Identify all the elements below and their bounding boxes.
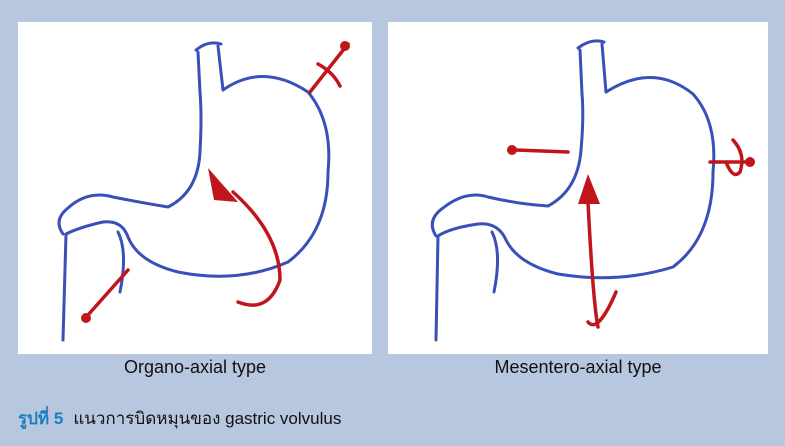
bottom-loop	[588, 292, 616, 325]
rotation-arrowhead	[578, 174, 600, 204]
mesentero-axial-panel	[388, 22, 768, 354]
esophagus-top	[578, 41, 604, 48]
esophagus-right-line	[218, 46, 223, 90]
lower-left-dot	[81, 313, 91, 323]
organo-axial-panel	[18, 22, 372, 354]
right-dot	[745, 157, 755, 167]
organo-axial-stomach-drawing	[18, 22, 372, 354]
organo-axial-label: Organo-axial type	[18, 356, 372, 378]
left-dot	[507, 145, 517, 155]
upper-right-dot	[340, 41, 350, 51]
duodenum-line	[492, 232, 498, 292]
rotation-arrowhead	[208, 168, 238, 202]
rotation-arrow-shaft	[588, 202, 598, 327]
lower-left-arrow-line	[88, 270, 128, 315]
mesentero-axial-label: Mesentero-axial type	[388, 356, 768, 378]
right-loop	[726, 140, 742, 174]
duodenum-line	[118, 232, 124, 292]
esophagus-right-line	[602, 44, 606, 92]
figure-caption: รูปที่ 5 แนวการบิดหมุนของ gastric volvulu…	[18, 408, 341, 430]
figure-number: รูปที่ 5	[18, 409, 63, 428]
upper-right-arrow-line	[310, 44, 348, 92]
esophagus-left-line	[580, 50, 582, 94]
mesentero-axial-stomach-drawing	[388, 22, 768, 354]
esophagus-left-line	[198, 52, 200, 92]
stomach-outline	[432, 77, 714, 340]
figure-caption-text: แนวการบิดหมุนของ gastric volvulus	[73, 409, 341, 428]
rotation-arrow-curve	[233, 192, 280, 305]
left-arrow-line	[516, 150, 568, 152]
